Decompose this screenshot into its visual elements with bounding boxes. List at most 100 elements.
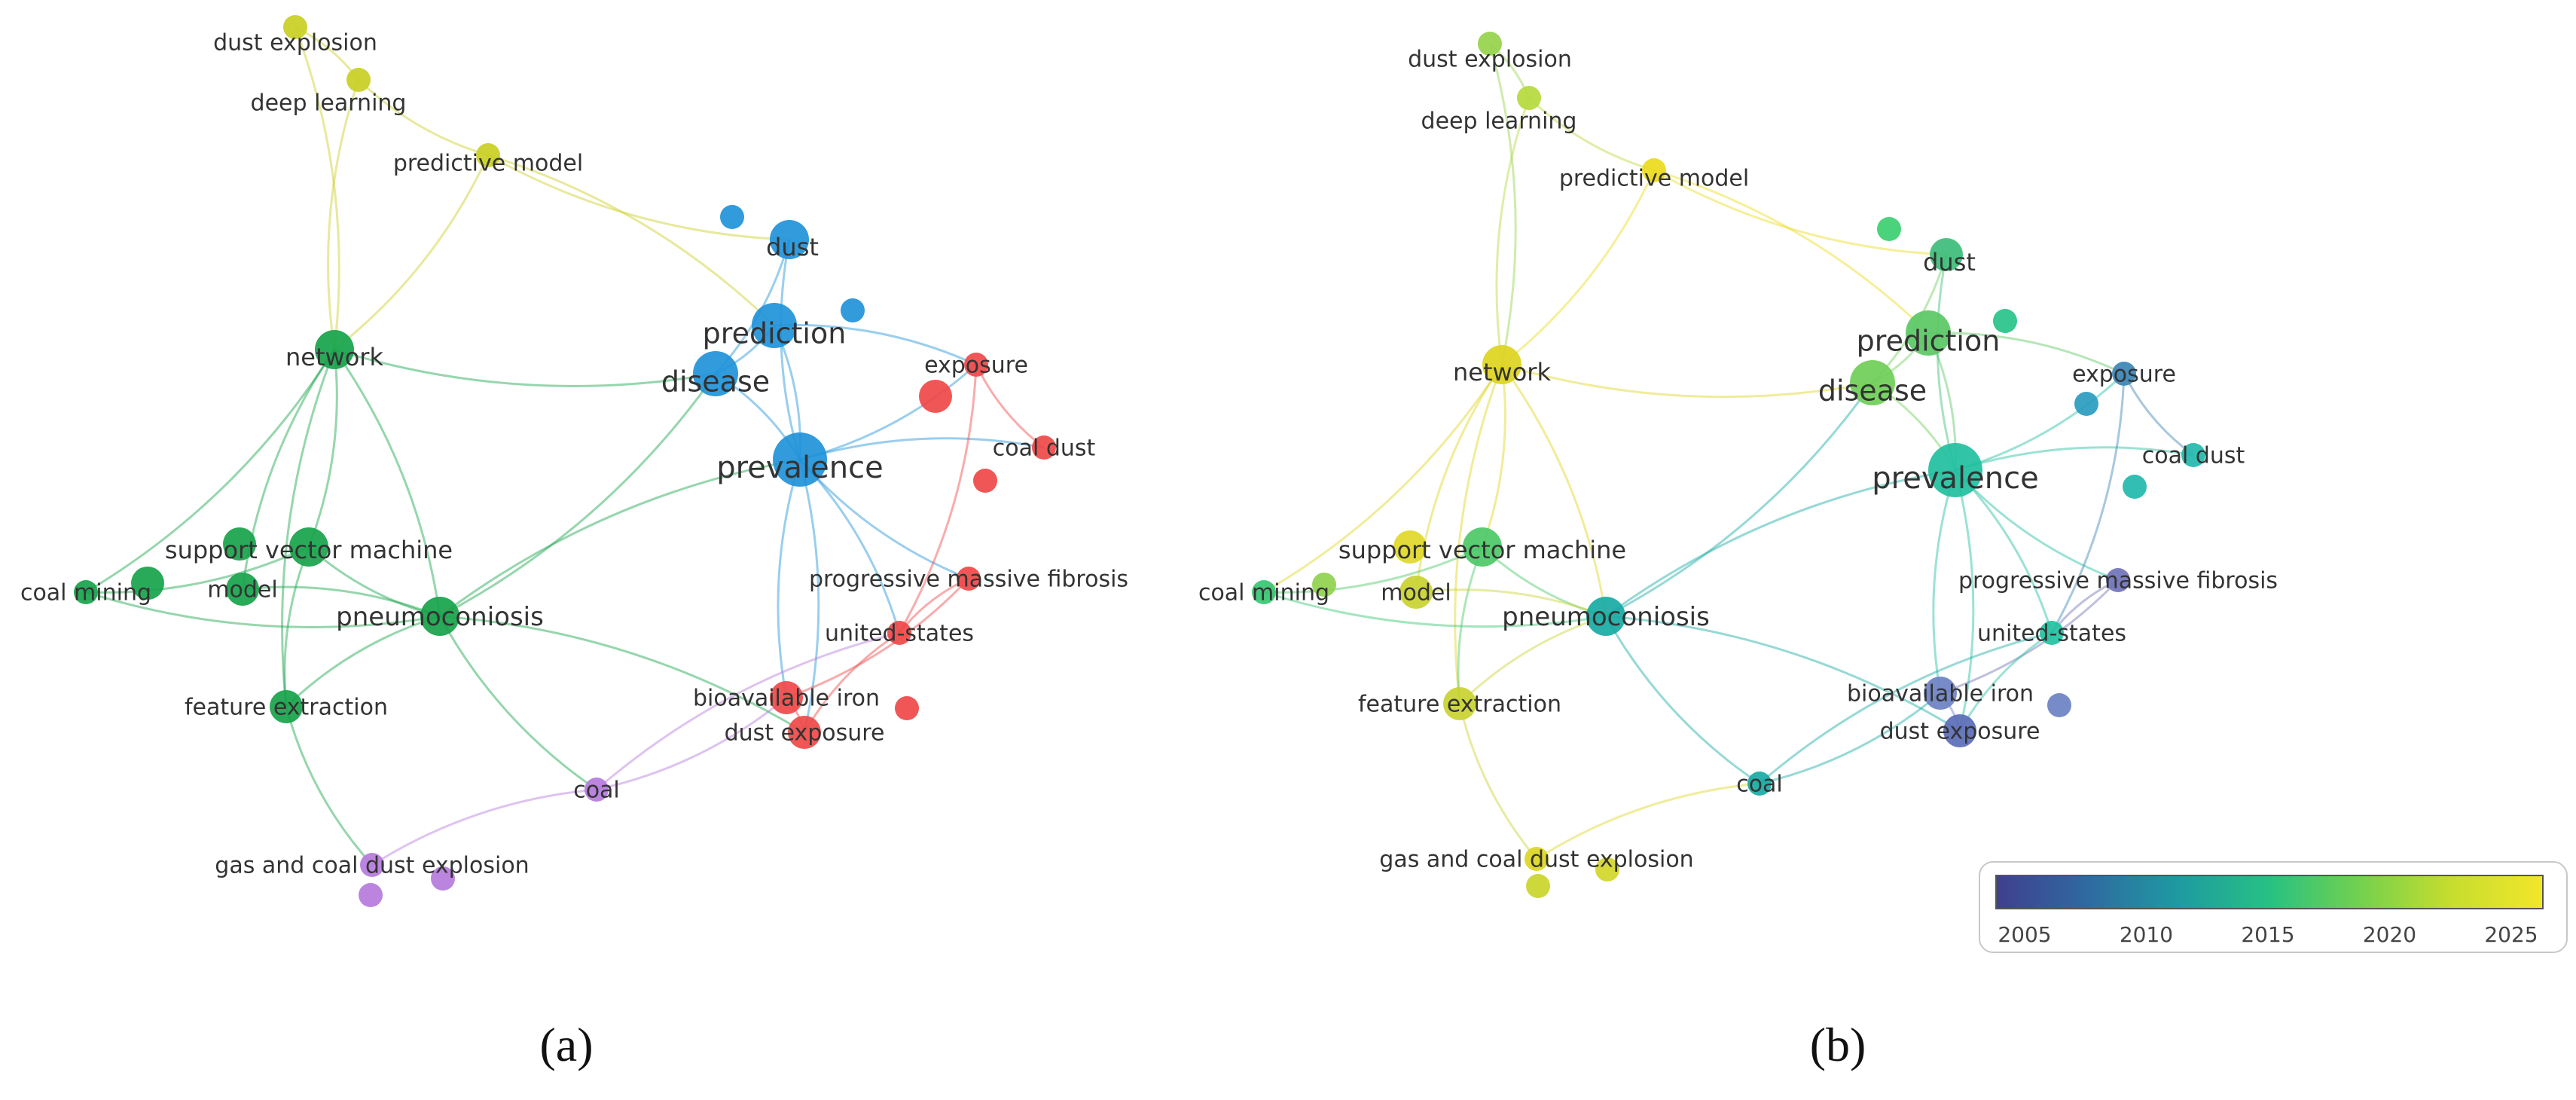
panel-a-node-blue-unlabeled-2 xyxy=(841,298,865,322)
panel-b-node-deep-learning xyxy=(1517,86,1541,110)
panel-a-label-dust: dust xyxy=(766,233,819,261)
panel-a-node-coal-dust xyxy=(1032,435,1056,460)
panel-a-edge-coal-bioavailable-iron xyxy=(596,696,787,791)
panel-a-edge-progressive-massive-fibrosis-bioavailable-iron xyxy=(786,577,970,699)
panel-b-label-progressive-massive-fibrosis: progressive massive fibrosis xyxy=(1958,568,2278,594)
panel-b-label-pneumoconiosis: pneumoconiosis xyxy=(1502,602,1710,632)
panel-b-edge-network-support-vector-machine xyxy=(1481,364,1506,548)
panel-a-edge-exposure-united-states xyxy=(898,364,978,634)
panel-b-label-predictive-model: predictive model xyxy=(1559,166,1749,192)
panel-a-label-prediction: prediction xyxy=(703,316,847,350)
panel-b-edge-coal-mining-pneumoconiosis xyxy=(1263,591,1607,628)
panel-a-edge-pneumoconiosis-prevalence xyxy=(439,458,801,618)
panel-b-edge-support-vector-machine-feature-extraction xyxy=(1457,546,1484,704)
panel-b-edge-prevalence-exposure xyxy=(1955,372,2126,472)
panel-a-label-coal: coal xyxy=(573,778,620,804)
panel-a-node-red-unlabeled-1 xyxy=(919,380,952,413)
panel-b-label-dust: dust xyxy=(1923,248,1976,277)
panel-b-label-dust-exposure: dust exposure xyxy=(1880,719,2040,745)
panel-b-edge-network-pneumoconiosis xyxy=(1500,364,1607,617)
panel-a-label-support-vector-machine: support vector machine xyxy=(165,536,453,564)
panel-a-node-prevalence xyxy=(773,432,827,487)
panel-a-node-purple-unlabeled-2 xyxy=(431,866,455,891)
colorbar-tick-2005: 2005 xyxy=(1998,922,2051,947)
panel-a-label-gas-and-coal-dust-explosion: gas and coal dust explosion xyxy=(215,853,529,879)
panel-a-node-exposure xyxy=(964,353,988,377)
panel-a-edge-dust-prevalence xyxy=(780,239,801,460)
panel-b-node-coal-mining xyxy=(1252,580,1276,604)
panel-b-node-exposure xyxy=(2112,362,2136,386)
panel-a-label-dust-explosion: dust explosion xyxy=(213,30,377,57)
panel-b-label-model: model xyxy=(1381,580,1451,607)
panel-b-node-teal-unlabeled-1 xyxy=(2074,392,2098,416)
panel-b-edge-predictive-model-network xyxy=(1501,170,1656,366)
panel-a-edge-united-states-dust-exposure xyxy=(803,631,900,733)
panel-b-edge-pneumoconiosis-prevalence xyxy=(1605,469,1956,618)
panel-b-label-bioavailable-iron: bioavailable iron xyxy=(1847,681,2034,707)
panel-b-edge-coal-bioavailable-iron xyxy=(1759,692,1941,785)
panel-a-node-green-unlabeled-1 xyxy=(223,527,256,561)
panel-b-edge-feature-extraction-gas-and-coal-dust-explosion xyxy=(1458,703,1538,860)
panel-b-edge-network-disease xyxy=(1501,363,1873,399)
panel-a-edge-predictive-model-network xyxy=(334,154,490,351)
panel-b-node-predictive-model xyxy=(1642,158,1666,182)
panel-a-node-deep-learning xyxy=(346,68,371,92)
panel-b-edge-pneumoconiosis-coal xyxy=(1604,616,1760,785)
panel-a-edge-deep-learning-network xyxy=(327,79,360,350)
panel-b-node-prevalence xyxy=(1928,443,1982,497)
panel-b-node-dust-exposure xyxy=(1943,714,1976,747)
panel-a-edge-network-feature-extraction xyxy=(281,349,336,707)
panel-a-edge-network-pneumoconiosis xyxy=(333,349,441,617)
panel-a-node-red-unlabeled-3 xyxy=(895,696,919,720)
panel-a-edge-network-disease xyxy=(334,348,716,387)
panel-b-label-coal-dust: coal dust xyxy=(2142,443,2245,469)
panel-a-edge-predictive-model-dust xyxy=(487,154,790,241)
panel-a-edge-coal-mining-pneumoconiosis xyxy=(85,591,441,628)
panel-a-edge-predictive-model-prediction xyxy=(487,154,776,327)
panel-b-node-green-unlabeled-2 xyxy=(1993,309,2017,333)
panel-a-label-disease: disease xyxy=(661,365,770,398)
panel-b-node-gas-and-coal-dust-explosion xyxy=(1525,847,1549,871)
panel-a-node-dust-exposure xyxy=(788,716,821,749)
panel-a-edge-prediction-exposure xyxy=(774,323,977,366)
panel-a-node-support-vector-machine xyxy=(289,527,328,567)
panel-b-edge-pneumoconiosis-disease xyxy=(1605,382,1874,618)
panel-b-edge-prevalence-dust-exposure xyxy=(1954,469,1975,732)
panel-b-edge-support-vector-machine-coal-mining xyxy=(1263,545,1483,594)
panel-a-label-network: network xyxy=(285,343,383,371)
panel-a-edge-pneumoconiosis-dust-exposure xyxy=(439,615,805,734)
panel-b-edge-progressive-massive-fibrosis-bioavailable-iron xyxy=(1940,579,2120,695)
panel-b-label-gas-and-coal-dust-explosion: gas and coal dust explosion xyxy=(1379,847,1693,873)
panel-b-label-disease: disease xyxy=(1818,374,1927,407)
panel-a-label-feature-extraction: feature extraction xyxy=(185,695,388,721)
panel-a-node-coal xyxy=(584,778,609,802)
panel-b-edge-exposure-united-states xyxy=(2050,373,2126,634)
panel-b-node-teal-unlabeled-2 xyxy=(2123,475,2147,499)
panel-b-node-united-states xyxy=(2040,621,2064,645)
panel-a-edge-network-support-vector-machine xyxy=(307,349,338,548)
panel-b-node-yellow-unlabeled-1 xyxy=(1393,530,1427,564)
panel-a-edge-pneumoconiosis-disease xyxy=(439,373,717,618)
panel-b-node-pneumoconiosis xyxy=(1586,597,1625,636)
panel-b-label-support-vector-machine: support vector machine xyxy=(1338,536,1626,564)
panel-a-edge-network-coal-mining xyxy=(85,349,336,594)
panel-b-node-network xyxy=(1482,345,1521,384)
panel-a-edge-support-vector-machine-coal-mining xyxy=(85,545,310,594)
panel-b-label-united-states: united-states xyxy=(1977,621,2126,647)
panel-b-edge-predictive-model-dust xyxy=(1653,169,1947,256)
panel-b-node-coal-dust xyxy=(2181,443,2205,467)
panel-b-edge-prediction-exposure xyxy=(1927,332,2125,375)
panel-b-node-dust-explosion xyxy=(1478,32,1502,56)
panel-a-label-coal-mining: coal mining xyxy=(20,580,151,607)
panel-a-node-dust xyxy=(770,220,809,259)
panel-a-label-united-states: united-states xyxy=(825,621,974,647)
panel-b-edge-dust-explosion-network xyxy=(1488,43,1517,365)
panel-a-node-gas-and-coal-dust-explosion xyxy=(360,853,384,877)
panel-a-node-purple-unlabeled-1 xyxy=(359,883,383,907)
panel-b-edge-feature-extraction-pneumoconiosis xyxy=(1458,615,1607,705)
colorbar-tick-2020: 2020 xyxy=(2363,922,2416,947)
